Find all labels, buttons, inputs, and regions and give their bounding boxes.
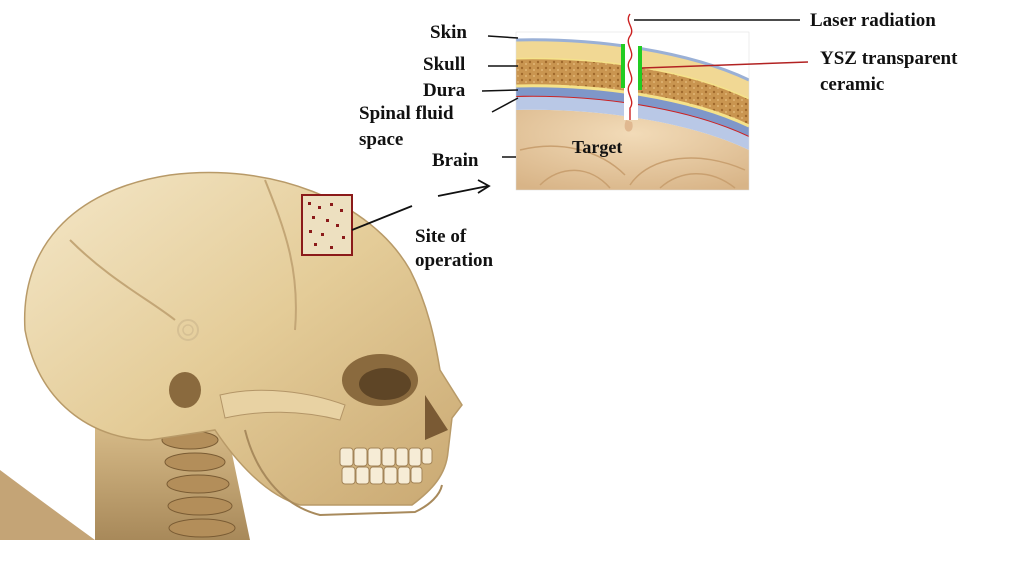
fluid-leader [492, 98, 518, 112]
skull-illustration [0, 172, 462, 540]
label-site-line2: operation [415, 250, 493, 272]
label-target: Target [572, 136, 622, 158]
label-brain: Brain [432, 150, 478, 172]
skin-leader [488, 36, 518, 38]
label-site-line1: Site of [415, 226, 466, 248]
label-laser-radiation: Laser radiation [810, 10, 936, 32]
tissue-cross-section [516, 32, 749, 190]
label-skull: Skull [423, 54, 465, 76]
ear-canal [169, 372, 201, 408]
label-dura: Dura [423, 80, 465, 102]
site-arrow [352, 180, 489, 230]
label-spinal-fluid-line2: space [359, 129, 403, 151]
dura-leader [482, 90, 518, 91]
label-ysz-line2: ceramic [820, 74, 884, 96]
shoulder [0, 470, 95, 540]
label-ysz-line1: YSZ transparent [820, 48, 957, 70]
label-skin: Skin [430, 22, 467, 44]
label-spinal-fluid-line1: Spinal fluid [359, 103, 454, 125]
